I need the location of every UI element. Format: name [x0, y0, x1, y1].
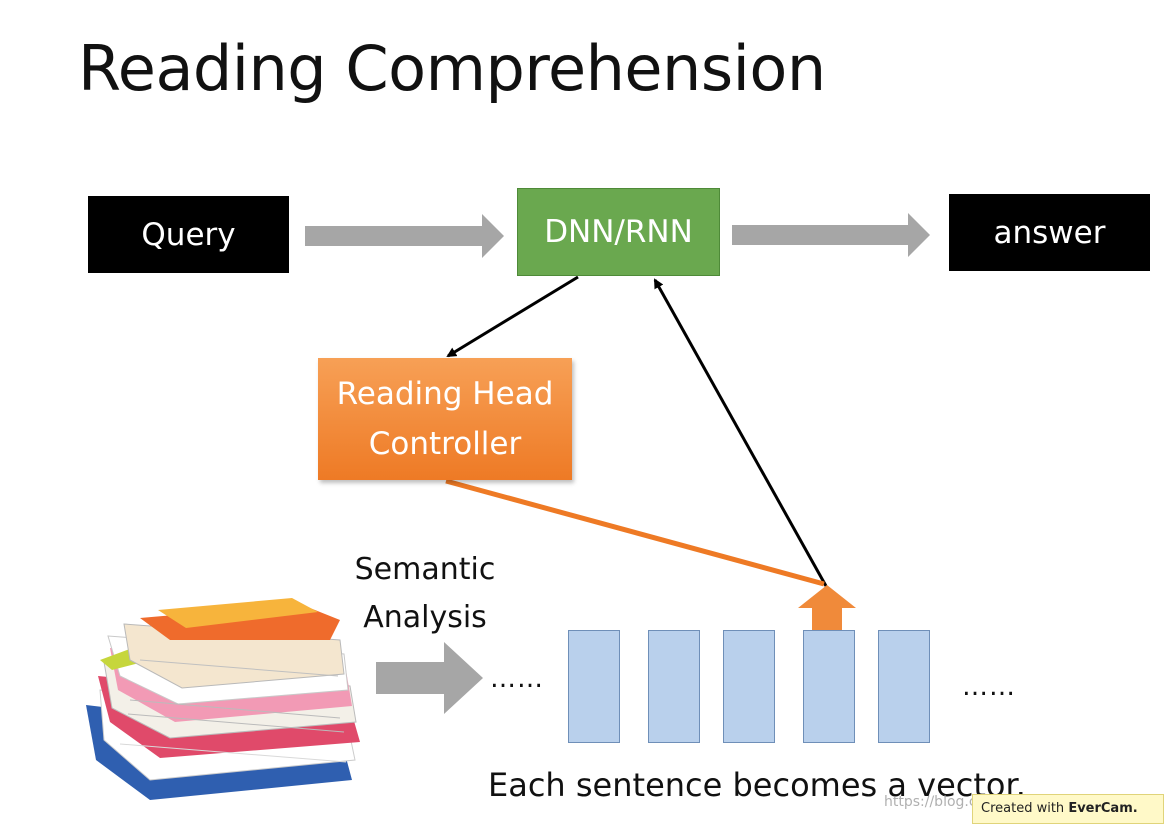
sentence-vector — [723, 630, 775, 743]
controller-label-line2: Controller — [368, 426, 522, 462]
sentence-vector — [568, 630, 620, 743]
sentence-vector — [648, 630, 700, 743]
sentence-vector — [878, 630, 930, 743]
document-stack-icon — [86, 598, 360, 800]
query-box: Query — [88, 196, 289, 273]
semantic-label-line2: Analysis — [363, 600, 487, 635]
dnn-rnn-label: DNN/RNN — [544, 214, 693, 250]
controller-to-vector-line — [445, 478, 825, 587]
caption: Each sentence becomes a vector. — [488, 766, 1026, 804]
controller-label-line1: Reading Head — [336, 376, 554, 412]
right-arrow-icon — [376, 642, 483, 714]
semantic-analysis-label: Semantic Analysis — [330, 546, 520, 642]
evercam-badge-prefix: Created with — [981, 801, 1065, 816]
ellipsis-right: …… — [962, 672, 1016, 702]
watermark-url: https://blog.cs — [884, 794, 984, 810]
evercam-badge: Created with EverCam. — [972, 794, 1164, 824]
slide-title: Reading Comprehension — [78, 32, 826, 105]
sentence-vector-selected — [803, 630, 855, 743]
vector-to-dnn-arrow — [653, 278, 828, 587]
answer-label: answer — [993, 214, 1106, 251]
dnn-to-answer-arrow — [732, 213, 930, 257]
up-arrow-icon — [798, 585, 856, 630]
answer-box: answer — [949, 194, 1150, 271]
semantic-label-line1: Semantic — [354, 552, 496, 587]
ellipsis-left: …… — [490, 664, 544, 694]
query-label: Query — [141, 216, 236, 253]
evercam-badge-brand: EverCam. — [1068, 801, 1138, 816]
dnn-to-controller-arrow — [446, 275, 579, 358]
dnn-rnn-box: DNN/RNN — [517, 188, 720, 276]
query-to-dnn-arrow — [305, 214, 504, 258]
reading-head-controller-box: Reading Head Controller — [318, 358, 572, 480]
